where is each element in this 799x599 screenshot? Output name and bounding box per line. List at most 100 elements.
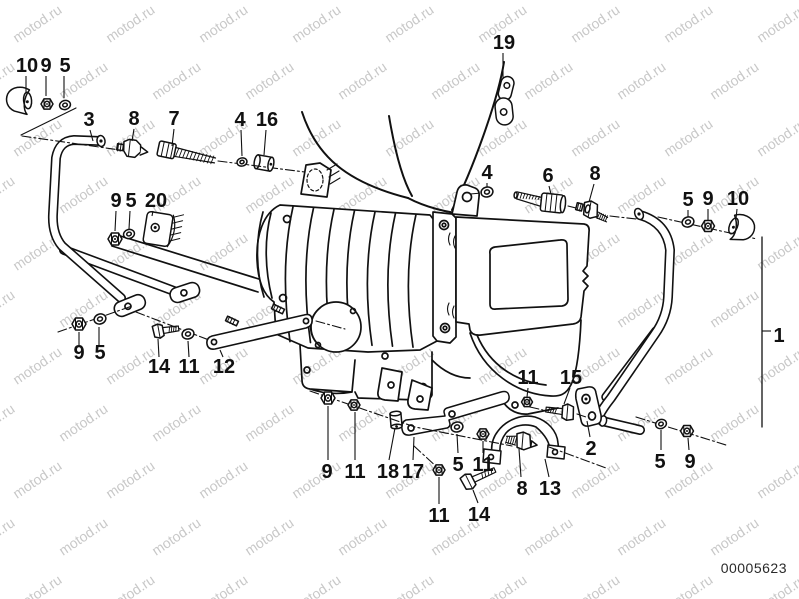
callout-11: 11 <box>344 412 366 483</box>
callout-label: 2 <box>585 438 596 460</box>
washer-icon <box>450 421 464 433</box>
watermark-text: motod.ru <box>149 400 204 444</box>
watermark-text: motod.ru <box>707 286 762 330</box>
bottom-tab <box>377 367 403 402</box>
callout-label: 11 <box>178 356 199 378</box>
washer-icon <box>122 228 136 240</box>
callout-9: 9 <box>321 406 333 483</box>
washer-icon <box>480 186 494 198</box>
callout-20: 20 <box>145 190 167 217</box>
part-17-bracket <box>401 390 510 436</box>
hex-nut-icon <box>71 317 87 331</box>
watermark-text: motod.ru <box>196 1 251 45</box>
watermark-text: motod.ru <box>103 1 158 45</box>
shim-plate-icon <box>142 210 185 248</box>
watermark-text: motod.ru <box>242 514 297 558</box>
bell-housing-inner <box>476 334 547 386</box>
washer-icon <box>681 216 695 228</box>
right-crash-bar <box>594 210 675 435</box>
tank-outline-left <box>301 111 409 199</box>
callout-18: 18 <box>377 427 399 483</box>
cone-cap-icon <box>728 213 756 241</box>
watermark-text: motod.ru <box>335 58 390 102</box>
hex-bolt-icon <box>151 323 180 339</box>
strap-bolt <box>441 222 447 228</box>
bottom-tab2 <box>407 379 433 411</box>
washer-icon <box>654 418 668 430</box>
left-crash-bar <box>47 135 179 303</box>
bolt-dot <box>303 366 311 374</box>
watermark-text: motod.ru <box>289 1 344 45</box>
watermark-text: motod.ru <box>754 343 799 387</box>
watermark-text: motod.ru <box>382 1 437 45</box>
watermark-text: motod.ru <box>56 172 111 216</box>
callout-label: 16 <box>256 109 278 131</box>
hex-nut-icon <box>700 219 716 233</box>
watermark-text: motod.ru <box>661 571 716 599</box>
callout-15: 15 <box>560 367 582 405</box>
callout-label: 5 <box>125 190 136 212</box>
engine-line-art <box>20 61 763 470</box>
callout-label: 8 <box>516 478 527 500</box>
callout-label: 5 <box>94 342 105 364</box>
callout-label: 18 <box>377 461 399 483</box>
callout-1: 1 <box>762 325 785 347</box>
callout-label: 7 <box>168 108 179 130</box>
part-12-bracket <box>206 313 313 350</box>
callout-4: 4 <box>481 162 493 187</box>
callout-label: 9 <box>73 342 84 364</box>
callout-4: 4 <box>234 109 246 157</box>
bolt-dot <box>381 352 389 360</box>
watermark-text: motod.ru <box>754 229 799 273</box>
watermark-text: motod.ru <box>149 58 204 102</box>
callout-5: 5 <box>59 55 71 98</box>
fastener-parts-layer <box>5 75 756 490</box>
callout-label: 12 <box>213 356 235 378</box>
callout-8: 8 <box>128 108 140 142</box>
watermark-text: motod.ru <box>56 514 111 558</box>
stud-nut-icon <box>574 200 609 223</box>
watermark-text: motod.ru <box>707 400 762 444</box>
tab-hole <box>416 395 424 403</box>
hex-nut-icon <box>320 391 336 405</box>
callout-10: 10 <box>727 188 749 220</box>
watermark-text: motod.ru <box>382 571 437 599</box>
left-bar-foot-a <box>113 293 147 318</box>
cable-adjuster-icon <box>115 138 149 159</box>
callout-5: 5 <box>125 190 137 230</box>
washer-icon <box>181 328 195 340</box>
threaded-adjuster-icon <box>156 140 217 165</box>
stud-icon <box>270 303 286 315</box>
watermark-text: motod.ru <box>568 115 623 159</box>
watermark-text: motod.ru <box>0 172 17 216</box>
bolt-dot <box>511 401 519 409</box>
callout-2: 2 <box>585 420 597 460</box>
callout-11: 11 <box>178 340 200 378</box>
watermark-text: motod.ru <box>568 1 623 45</box>
watermark-text: motod.ru <box>103 571 158 599</box>
watermark-text: motod.ru <box>196 229 251 273</box>
hex-bolt-icon <box>459 467 497 490</box>
callout-label: 1 <box>773 325 784 347</box>
watermark-text: motod.ru <box>661 1 716 45</box>
cable-clamp-bracket <box>300 162 332 198</box>
stud-icon <box>224 315 240 327</box>
watermark-text: motod.ru <box>196 457 251 501</box>
callout-label: 6 <box>542 165 553 187</box>
callout-14: 14 <box>468 489 491 526</box>
callout-8: 8 <box>588 163 601 203</box>
hex-nut-icon <box>476 428 490 440</box>
watermark-text: motod.ru <box>10 1 65 45</box>
callout-label: 4 <box>234 109 246 131</box>
watermark-text: motod.ru <box>10 457 65 501</box>
hex-bolt-icon <box>545 403 575 422</box>
callout-11: 11 <box>428 477 450 527</box>
callout-13: 13 <box>539 458 561 500</box>
hidden-hole <box>306 168 324 192</box>
callout-5: 5 <box>94 327 106 364</box>
watermark-text: motod.ru <box>0 400 17 444</box>
watermark-text: motod.ru <box>242 58 297 102</box>
